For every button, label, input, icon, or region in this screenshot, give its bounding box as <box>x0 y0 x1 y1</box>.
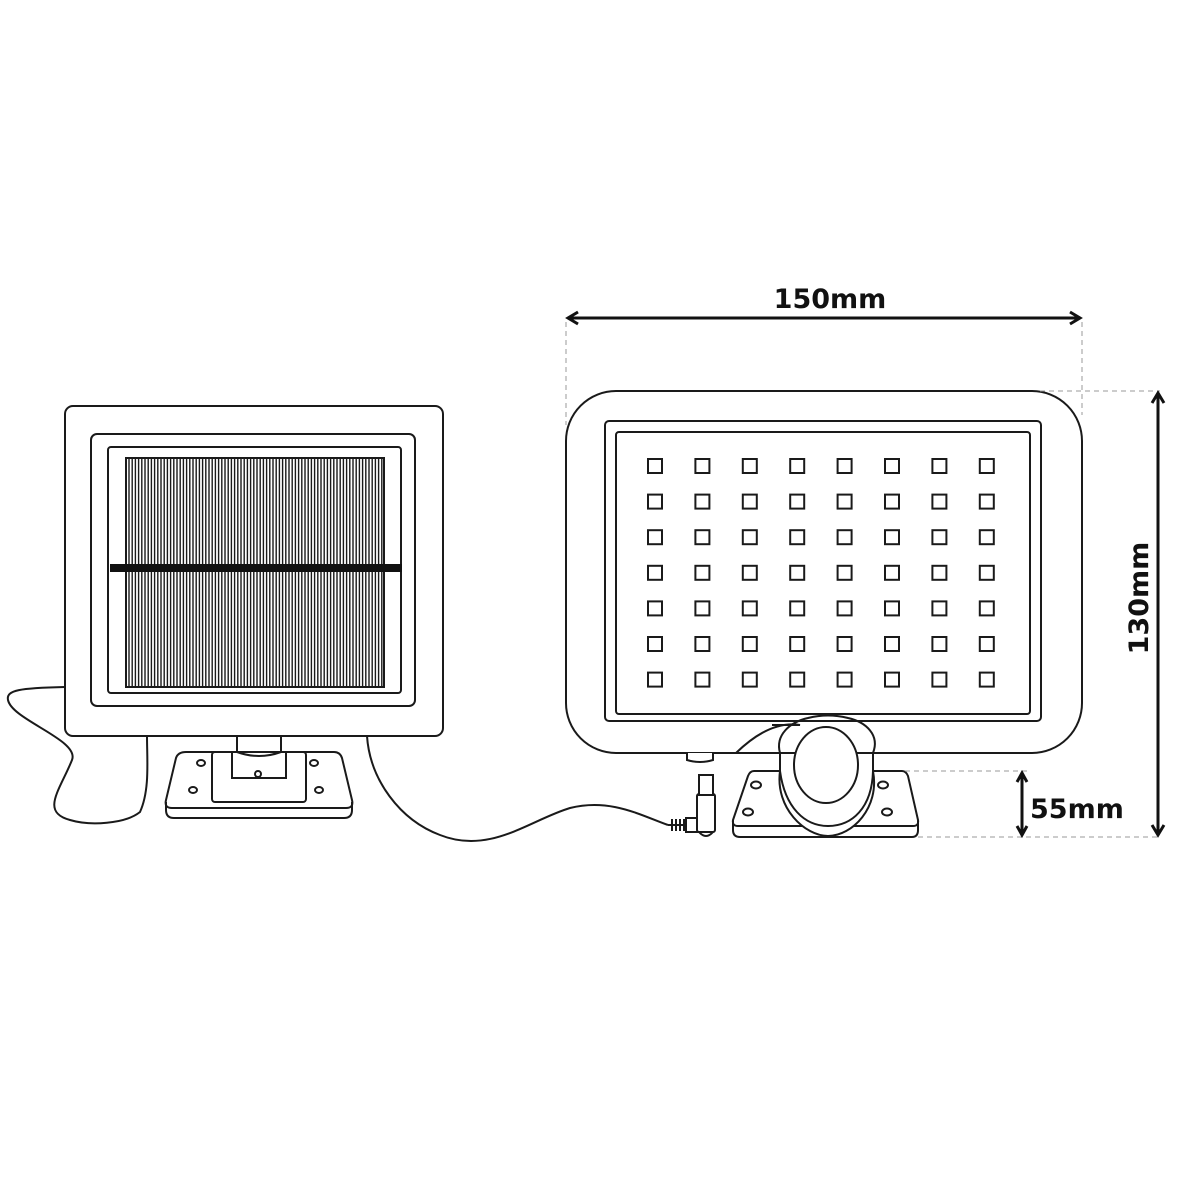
led-square <box>694 458 711 474</box>
led-square <box>694 600 711 617</box>
width-label: 150mm <box>774 284 887 315</box>
led-square <box>647 458 663 474</box>
led-square <box>694 493 711 510</box>
led-square <box>647 564 663 581</box>
led-light <box>565 390 1083 838</box>
led-square <box>978 600 995 617</box>
led-square <box>884 529 900 546</box>
led-square <box>884 493 900 510</box>
led-square <box>978 564 995 581</box>
panel-base-screw <box>254 770 262 778</box>
led-square <box>836 529 853 546</box>
led-square <box>931 458 948 474</box>
led-square <box>741 564 758 581</box>
led-square <box>978 636 995 652</box>
dc-connector <box>668 774 716 837</box>
led-square <box>694 636 711 652</box>
led-square <box>647 493 663 510</box>
led-square <box>836 636 853 652</box>
screw-hole <box>314 786 324 794</box>
led-square <box>884 458 900 474</box>
led-square <box>789 493 806 510</box>
solar-panel <box>6 405 444 825</box>
led-square <box>647 600 663 617</box>
led-square <box>884 671 900 688</box>
led-square <box>741 600 758 617</box>
bracket-height-label: 55mm <box>1030 794 1124 825</box>
led-square <box>647 671 663 688</box>
dimension-height: 130mm <box>918 390 1166 838</box>
led-square <box>789 671 806 688</box>
light-housing <box>565 390 1083 754</box>
led-square <box>694 529 711 546</box>
led-square <box>931 671 948 688</box>
panel-cells <box>125 457 385 688</box>
cable-left <box>6 686 149 825</box>
led-square <box>978 493 995 510</box>
led-square <box>884 636 900 652</box>
panel-bus-bar <box>110 564 402 572</box>
led-square <box>647 529 663 546</box>
led-square <box>836 458 853 474</box>
led-square <box>978 671 995 688</box>
led-square <box>789 636 806 652</box>
led-square <box>741 529 758 546</box>
led-square <box>978 458 995 474</box>
dimension-bracket-height: 55mm <box>905 769 1124 839</box>
led-square <box>836 564 853 581</box>
screw-hole <box>881 807 893 817</box>
led-grid <box>647 458 995 688</box>
led-square <box>931 493 948 510</box>
led-square <box>647 636 663 652</box>
led-square <box>884 600 900 617</box>
power-switch <box>686 753 714 763</box>
led-square <box>978 529 995 546</box>
led-square <box>694 671 711 688</box>
led-square <box>836 493 853 510</box>
led-square <box>836 671 853 688</box>
screw-hole <box>742 807 754 817</box>
motion-sensor <box>793 726 859 804</box>
screw-hole <box>750 780 762 790</box>
led-square <box>741 671 758 688</box>
led-square <box>836 600 853 617</box>
led-frame-inner <box>615 431 1031 715</box>
led-square <box>789 529 806 546</box>
height-label: 130mm <box>1124 542 1155 655</box>
screw-hole <box>188 786 198 794</box>
dimension-width: 150mm <box>565 284 1083 425</box>
panel-stripes <box>128 458 383 687</box>
led-square <box>931 529 948 546</box>
led-frame-outer <box>604 420 1042 722</box>
led-square <box>931 636 948 652</box>
screw-hole <box>196 759 206 767</box>
panel-inner-frame <box>90 433 416 707</box>
led-square <box>931 600 948 617</box>
screw-hole <box>309 759 319 767</box>
led-square <box>884 564 900 581</box>
led-square <box>789 600 806 617</box>
screw-hole <box>877 780 889 790</box>
led-square <box>741 636 758 652</box>
led-square <box>789 458 806 474</box>
led-square <box>741 458 758 474</box>
led-square <box>789 564 806 581</box>
led-square <box>741 493 758 510</box>
led-square <box>694 564 711 581</box>
led-square <box>931 564 948 581</box>
light-pivot <box>735 723 801 754</box>
connecting-cable <box>366 735 669 843</box>
